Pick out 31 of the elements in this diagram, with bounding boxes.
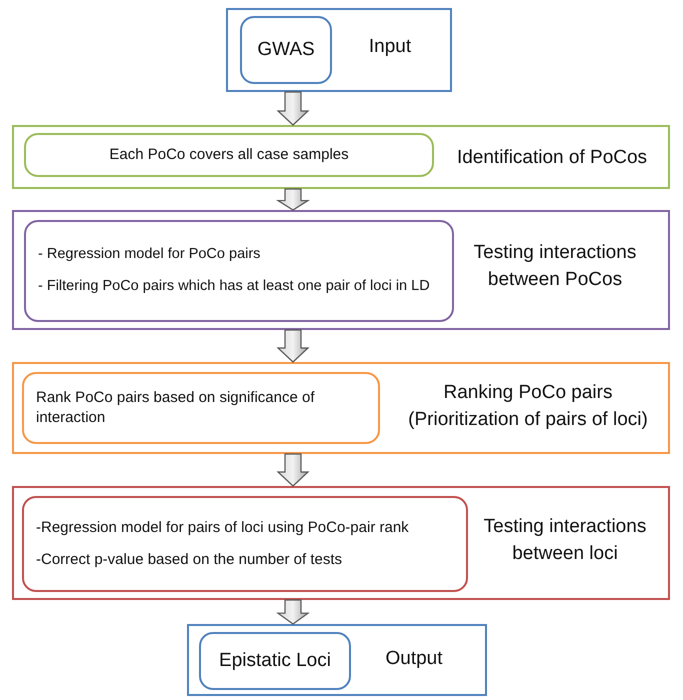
step-text: - Filtering PoCo pairs which has at least one pair of loci in LD: [38, 277, 430, 296]
step-text: -Regression model for pairs of loci using PoCo-pair rank: [36, 518, 409, 538]
step-text: Each PoCo covers all case samples: [109, 144, 349, 165]
step-text: GWAS: [257, 38, 315, 62]
stage-label: Output: [384, 647, 444, 671]
step-box: [24, 220, 454, 322]
step-box: [240, 16, 332, 84]
stage-label: Identification of PoCos: [456, 146, 648, 170]
step-text: Rank PoCo pairs based on significance of interaction: [36, 388, 316, 428]
block-arrow: [276, 329, 310, 363]
stage-label: Testing interactions between PoCos: [472, 241, 638, 292]
stage-box: [187, 624, 487, 696]
stage-box: [12, 125, 670, 189]
block-arrow: [276, 188, 310, 211]
stage-label: Input: [368, 35, 412, 59]
stage-label: Ranking PoCo pairs (Prioritization of pairs of loci): [407, 381, 649, 432]
block-arrow: [276, 91, 310, 126]
stage-label: Testing interactions between loci: [482, 515, 648, 566]
step-text: -Correct p-value based on the number of tests: [36, 550, 342, 570]
step-box: [22, 372, 380, 444]
step-text: Epistatic Loci: [219, 649, 331, 674]
step-box: [22, 496, 468, 592]
step-box: [199, 632, 351, 690]
stage-box: [12, 210, 670, 330]
stage-box: [12, 486, 670, 600]
stage-box: [226, 8, 452, 92]
block-arrow: [276, 453, 310, 487]
block-arrow: [276, 599, 310, 625]
stage-box: [12, 362, 670, 454]
step-text: - Regression model for PoCo pairs: [38, 245, 260, 264]
step-box: [24, 133, 434, 177]
